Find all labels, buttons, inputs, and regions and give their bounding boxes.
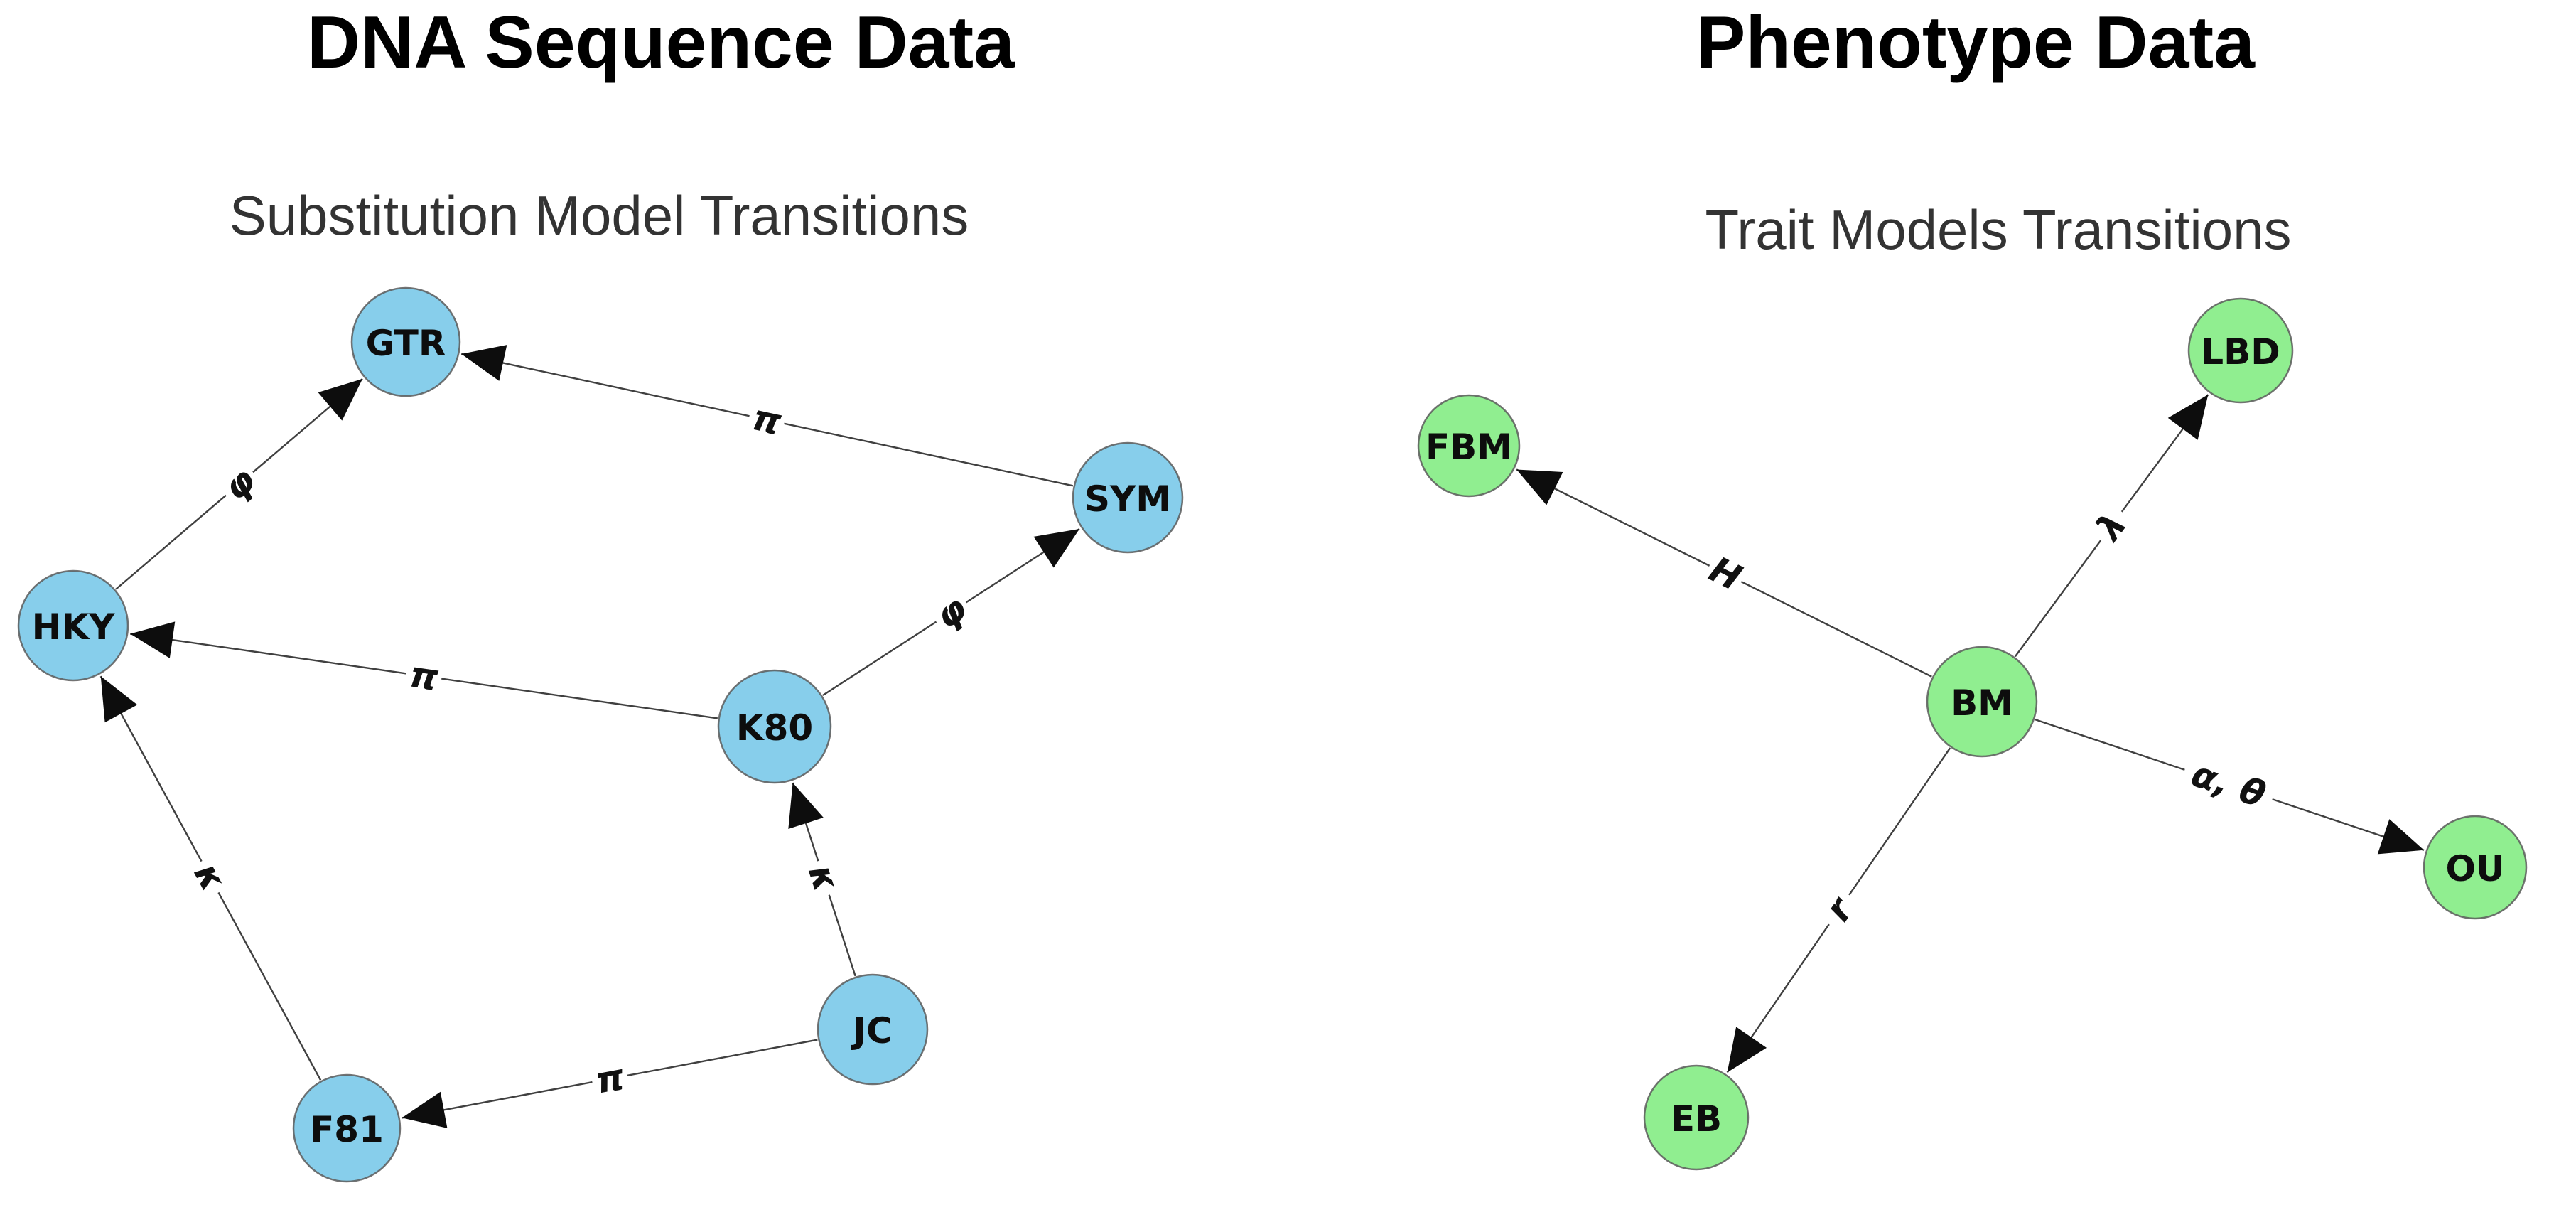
node-label-EB: EB <box>1671 1098 1722 1140</box>
edge-K80-HKY: π <box>130 621 718 719</box>
edge-label-group-SYM-GTR: π <box>745 397 789 443</box>
arrowhead-K80-HKY <box>130 621 176 658</box>
node-circle-SYM <box>1072 441 1184 554</box>
node-SYM: SYM <box>1072 441 1184 554</box>
node-GTR: GTR <box>350 286 461 397</box>
edge-label-bg-BM-EB <box>1814 884 1865 936</box>
node-label-BM: BM <box>1951 682 2013 724</box>
node-circle-EB <box>1643 1064 1750 1171</box>
right-graph-title: Phenotype Data <box>1696 1 2255 84</box>
arrowhead-BM-OU <box>2377 819 2424 855</box>
node-LBD: LBD <box>2187 297 2294 404</box>
edge-label-group-BM-EB: r <box>1814 884 1865 936</box>
edge-HKY-GTR: φ <box>115 377 363 590</box>
phenotype-graph: Hλ α, θ r FBM LBD BM OU EB <box>1417 297 2528 1171</box>
edge-label-group-K80-SYM: φ <box>926 587 976 638</box>
edge-label-group-BM-OU: α, θ <box>2178 751 2279 818</box>
edge-label-group-BM-FBM: H <box>1701 549 1750 599</box>
edge-label-bg-SYM-GTR <box>745 397 789 442</box>
edge-label-bg-JC-K80 <box>800 855 847 901</box>
edge-label-group-JC-F81: π <box>588 1056 631 1102</box>
edge-label-bg-K80-HKY <box>403 655 445 697</box>
node-label-OU: OU <box>2445 848 2504 889</box>
edge-label-bg-K80-SYM <box>926 587 976 638</box>
edge-label-BM-FBM: H <box>1703 549 1747 599</box>
edge-BM-FBM: H <box>1516 468 1932 678</box>
edge-label-K80-SYM: φ <box>928 587 974 637</box>
node-circle-BM <box>1926 646 2038 758</box>
edge-label-bg-BM-LBD <box>2085 500 2138 552</box>
edge-K80-SYM: φ <box>822 528 1080 696</box>
edge-label-bg-F81-HKY <box>185 852 235 902</box>
edge-label-group-JC-K80: κ <box>800 855 847 901</box>
node-label-K80: K80 <box>736 707 813 749</box>
node-label-JC: JC <box>851 1010 892 1051</box>
arrowhead-JC-F81 <box>402 1091 448 1128</box>
node-circle-GTR <box>350 286 461 397</box>
node-HKY: HKY <box>17 569 129 682</box>
arrowhead-F81-HKY <box>100 676 138 723</box>
node-OU: OU <box>2423 815 2528 920</box>
edge-label-bg-JC-F81 <box>588 1056 631 1101</box>
edge-label-bg-BM-OU <box>2178 751 2279 818</box>
arrowhead-K80-SYM <box>1033 529 1080 568</box>
node-label-F81: F81 <box>310 1109 384 1150</box>
node-FBM: FBM <box>1417 394 1521 498</box>
node-label-LBD: LBD <box>2201 331 2280 373</box>
node-EB: EB <box>1643 1064 1750 1171</box>
node-label-SYM: SYM <box>1084 478 1171 520</box>
node-circle-OU <box>2423 815 2528 920</box>
edge-JC-K80: κ <box>788 782 856 977</box>
node-circle-JC <box>817 973 929 1086</box>
edge-label-group-F81-HKY: κ <box>185 852 235 902</box>
arrowhead-BM-EB <box>1727 1027 1767 1073</box>
node-circle-F81 <box>292 1073 402 1183</box>
edge-label-group-BM-LBD: λ <box>2085 500 2138 552</box>
edge-label-bg-HKY-GTR <box>213 458 266 510</box>
node-circle-LBD <box>2187 297 2294 404</box>
node-BM: BM <box>1926 646 2038 758</box>
node-F81: F81 <box>292 1073 402 1183</box>
node-label-FBM: FBM <box>1426 427 1512 468</box>
arrowhead-SYM-GTR <box>461 345 507 381</box>
arrowhead-BM-FBM <box>1516 469 1563 505</box>
edge-label-group-HKY-GTR: φ <box>213 458 266 510</box>
arrowhead-HKY-GTR <box>318 378 363 421</box>
node-circle-K80 <box>717 669 832 784</box>
edge-BM-OU: α, θ <box>2035 719 2425 855</box>
edge-label-bg-BM-FBM <box>1701 549 1750 599</box>
arrowhead-BM-LBD <box>2167 394 2209 440</box>
edge-label-group-K80-HKY: π <box>403 653 445 699</box>
node-K80: K80 <box>717 669 832 784</box>
edge-label-K80-HKY: π <box>407 653 441 698</box>
edge-JC-F81: π <box>402 1039 818 1128</box>
arrowhead-JC-K80 <box>788 782 824 830</box>
node-circle-FBM <box>1417 394 1521 498</box>
node-circle-HKY <box>17 569 129 682</box>
node-label-GTR: GTR <box>366 323 446 364</box>
edge-SYM-GTR: π <box>460 345 1074 487</box>
edge-BM-EB: r <box>1726 747 1951 1073</box>
edge-label-HKY-GTR: φ <box>215 459 263 509</box>
node-label-HKY: HKY <box>32 606 116 648</box>
node-JC: JC <box>817 973 929 1086</box>
edge-BM-LBD: λ <box>2014 394 2209 658</box>
right-graph-subtitle: Trait Models Transitions <box>1705 198 2292 261</box>
left-graph-title: DNA Sequence Data <box>307 1 1015 84</box>
edge-F81-HKY: κ <box>99 675 322 1081</box>
edge-label-BM-OU: α, θ <box>2187 753 2270 815</box>
left-graph-subtitle: Substitution Model Transitions <box>229 184 969 247</box>
